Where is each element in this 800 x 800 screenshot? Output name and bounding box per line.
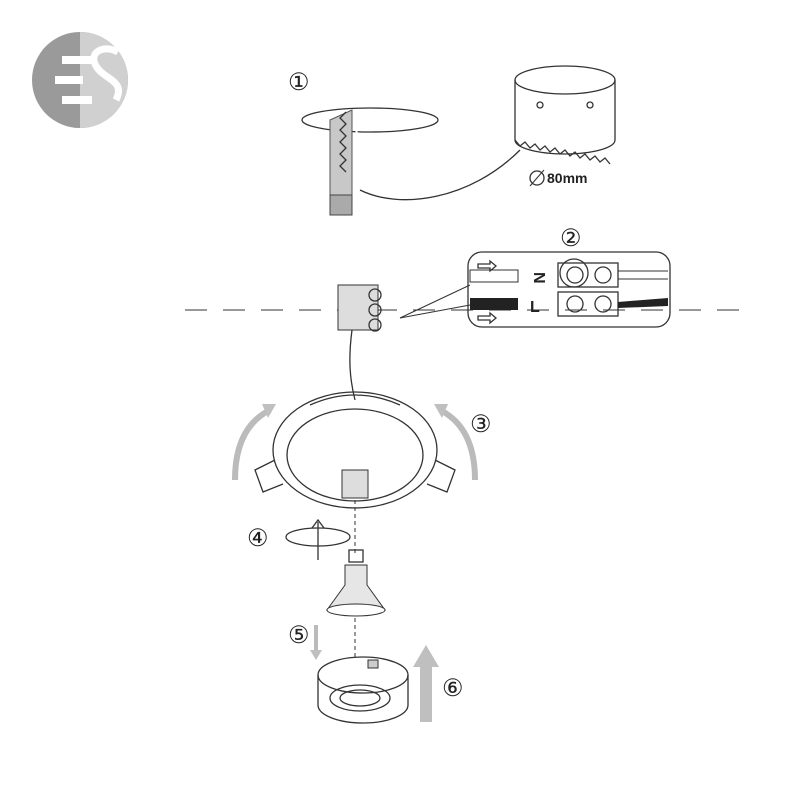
hole-size-text: 80mm: [547, 170, 587, 186]
neutral-label: N: [530, 272, 547, 284]
ceiling-hole: [301, 107, 439, 133]
up-arrow: [420, 665, 432, 722]
rotate-arrow-left: [232, 407, 272, 481]
rotate-icon: [285, 518, 351, 560]
step-3-label: ③: [470, 411, 492, 438]
trim-ring: [317, 656, 409, 724]
step-5-label: ⑤: [288, 622, 310, 649]
step-2-label: ②: [560, 225, 582, 252]
gu10-bulb: [326, 549, 386, 617]
saw-icon: [329, 109, 353, 216]
step-6-label: ⑥: [442, 675, 464, 702]
es-logo: [32, 32, 128, 128]
wiring-detail: N L: [467, 251, 671, 328]
step-4-label: ④: [247, 525, 269, 552]
rotate-arrow-right: [438, 407, 478, 481]
fixture-housing: [254, 391, 456, 509]
hole-saw-icon: [514, 65, 616, 165]
live-label: L: [530, 299, 540, 316]
step-1-label: ①: [288, 69, 310, 96]
terminal-connector: [337, 284, 382, 332]
diameter-label: 80mm: [529, 169, 587, 187]
